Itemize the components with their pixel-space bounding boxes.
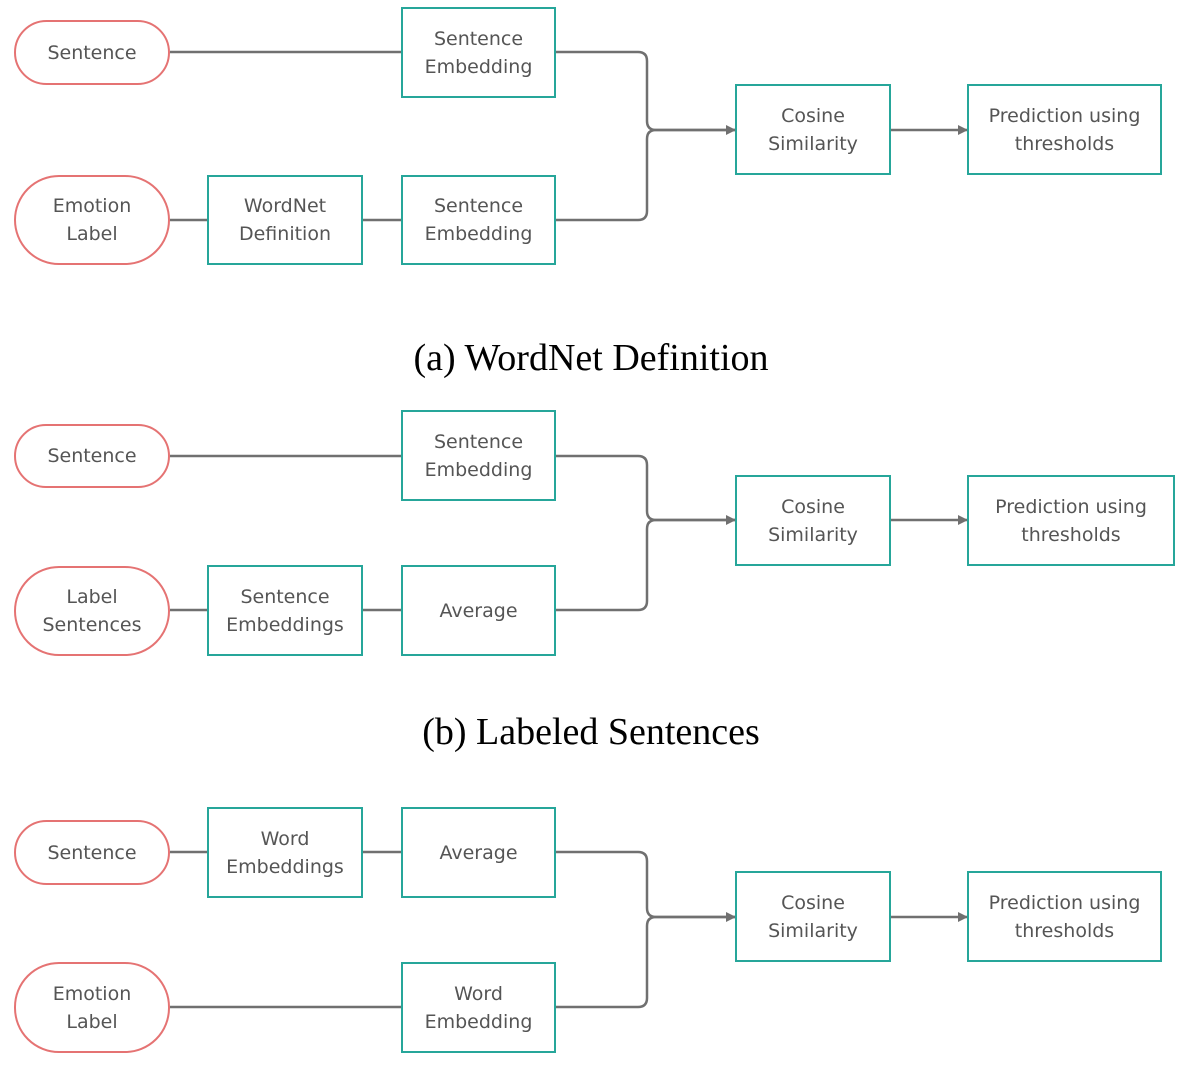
b-sentence-embeddings: Sentence Embeddings [207, 565, 363, 656]
c-average: Average [401, 807, 556, 898]
a-sentence-embedding-bottom: Sentence Embedding [401, 175, 556, 265]
connector-a-top-merge [556, 50, 736, 135]
c-prediction-using-thresholds: Prediction using thresholds [967, 871, 1162, 962]
connector-b-top-merge [556, 454, 736, 525]
b-cosine-similarity: Cosine Similarity [735, 475, 891, 566]
b-average: Average [401, 565, 556, 656]
connector-c-top-merge [556, 850, 736, 922]
a-sentence-input: Sentence [14, 20, 170, 85]
c-sentence-input: Sentence [14, 820, 170, 885]
connector-c-bottom-merge [556, 915, 735, 1009]
caption-a: (a) WordNet Definition [413, 337, 769, 379]
connector-b-bottom-merge [556, 518, 735, 612]
c-cosine-similarity: Cosine Similarity [735, 871, 891, 962]
b-sentence-embedding: Sentence Embedding [401, 410, 556, 501]
c-emotion-label-input: Emotion Label [14, 962, 170, 1053]
connector-a-bottom-merge [556, 128, 735, 222]
a-cosine-similarity: Cosine Similarity [735, 84, 891, 175]
a-sentence-embedding-top: Sentence Embedding [401, 7, 556, 98]
b-sentence-input: Sentence [14, 424, 170, 488]
c-word-embeddings: Word Embeddings [207, 807, 363, 898]
c-word-embedding: Word Embedding [401, 962, 556, 1053]
b-label-sentences-input: Label Sentences [14, 566, 170, 656]
a-emotion-label-input: Emotion Label [14, 175, 170, 265]
a-prediction-using-thresholds: Prediction using thresholds [967, 84, 1162, 175]
a-wordnet-definition: WordNet Definition [207, 175, 363, 265]
caption-b: (b) Labeled Sentences [422, 711, 760, 753]
b-prediction-using-thresholds: Prediction using thresholds [967, 475, 1175, 566]
